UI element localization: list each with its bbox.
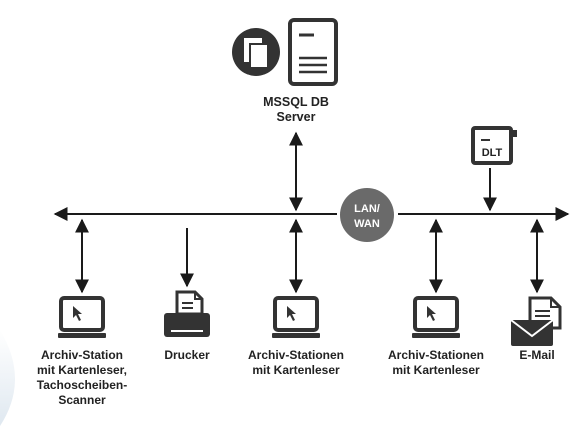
node-label-line: mit Kartenleser — [392, 363, 480, 377]
background-fade — [0, 330, 15, 426]
printer-icon — [164, 290, 210, 337]
tape-drive-icon: DLT — [471, 126, 517, 165]
monitor-icon — [272, 296, 320, 338]
dlt-label: DLT — [482, 147, 503, 159]
hub-label-line1: LAN/ — [354, 203, 380, 215]
node-label-line: E-Mail — [519, 348, 554, 362]
node-label-line: Tachoscheiben- — [37, 378, 127, 392]
node-label-line: Scanner — [58, 393, 106, 407]
node-label-line: Archiv-Stationen — [388, 348, 484, 362]
monitor-icon — [412, 296, 460, 338]
node-label-line: Archiv-Stationen — [248, 348, 344, 362]
server-database-icon — [232, 18, 338, 86]
hub-label-line2: WAN — [354, 218, 380, 230]
node-label-line: mit Kartenleser — [252, 363, 340, 377]
node-label-archiv-stationen-1: Archiv-Stationen mit Kartenleser — [248, 348, 344, 377]
lan-wan-hub: LAN/ WAN — [340, 188, 394, 242]
server-label-line2: Server — [277, 110, 316, 124]
server-label-line1: MSSQL DB — [263, 95, 329, 109]
node-label-line: Drucker — [164, 348, 210, 362]
node-label-line: Archiv-Station — [41, 348, 123, 362]
monitor-icon — [58, 296, 106, 338]
node-label-drucker: Drucker — [164, 348, 210, 362]
node-label-line: mit Kartenleser, — [37, 363, 127, 377]
envelope-icon — [510, 296, 562, 346]
node-label-archiv-station-1: Archiv-Station mit Kartenleser, Tachosch… — [37, 348, 127, 407]
node-label-archiv-stationen-2: Archiv-Stationen mit Kartenleser — [388, 348, 484, 377]
node-label-email: E-Mail — [519, 348, 554, 362]
